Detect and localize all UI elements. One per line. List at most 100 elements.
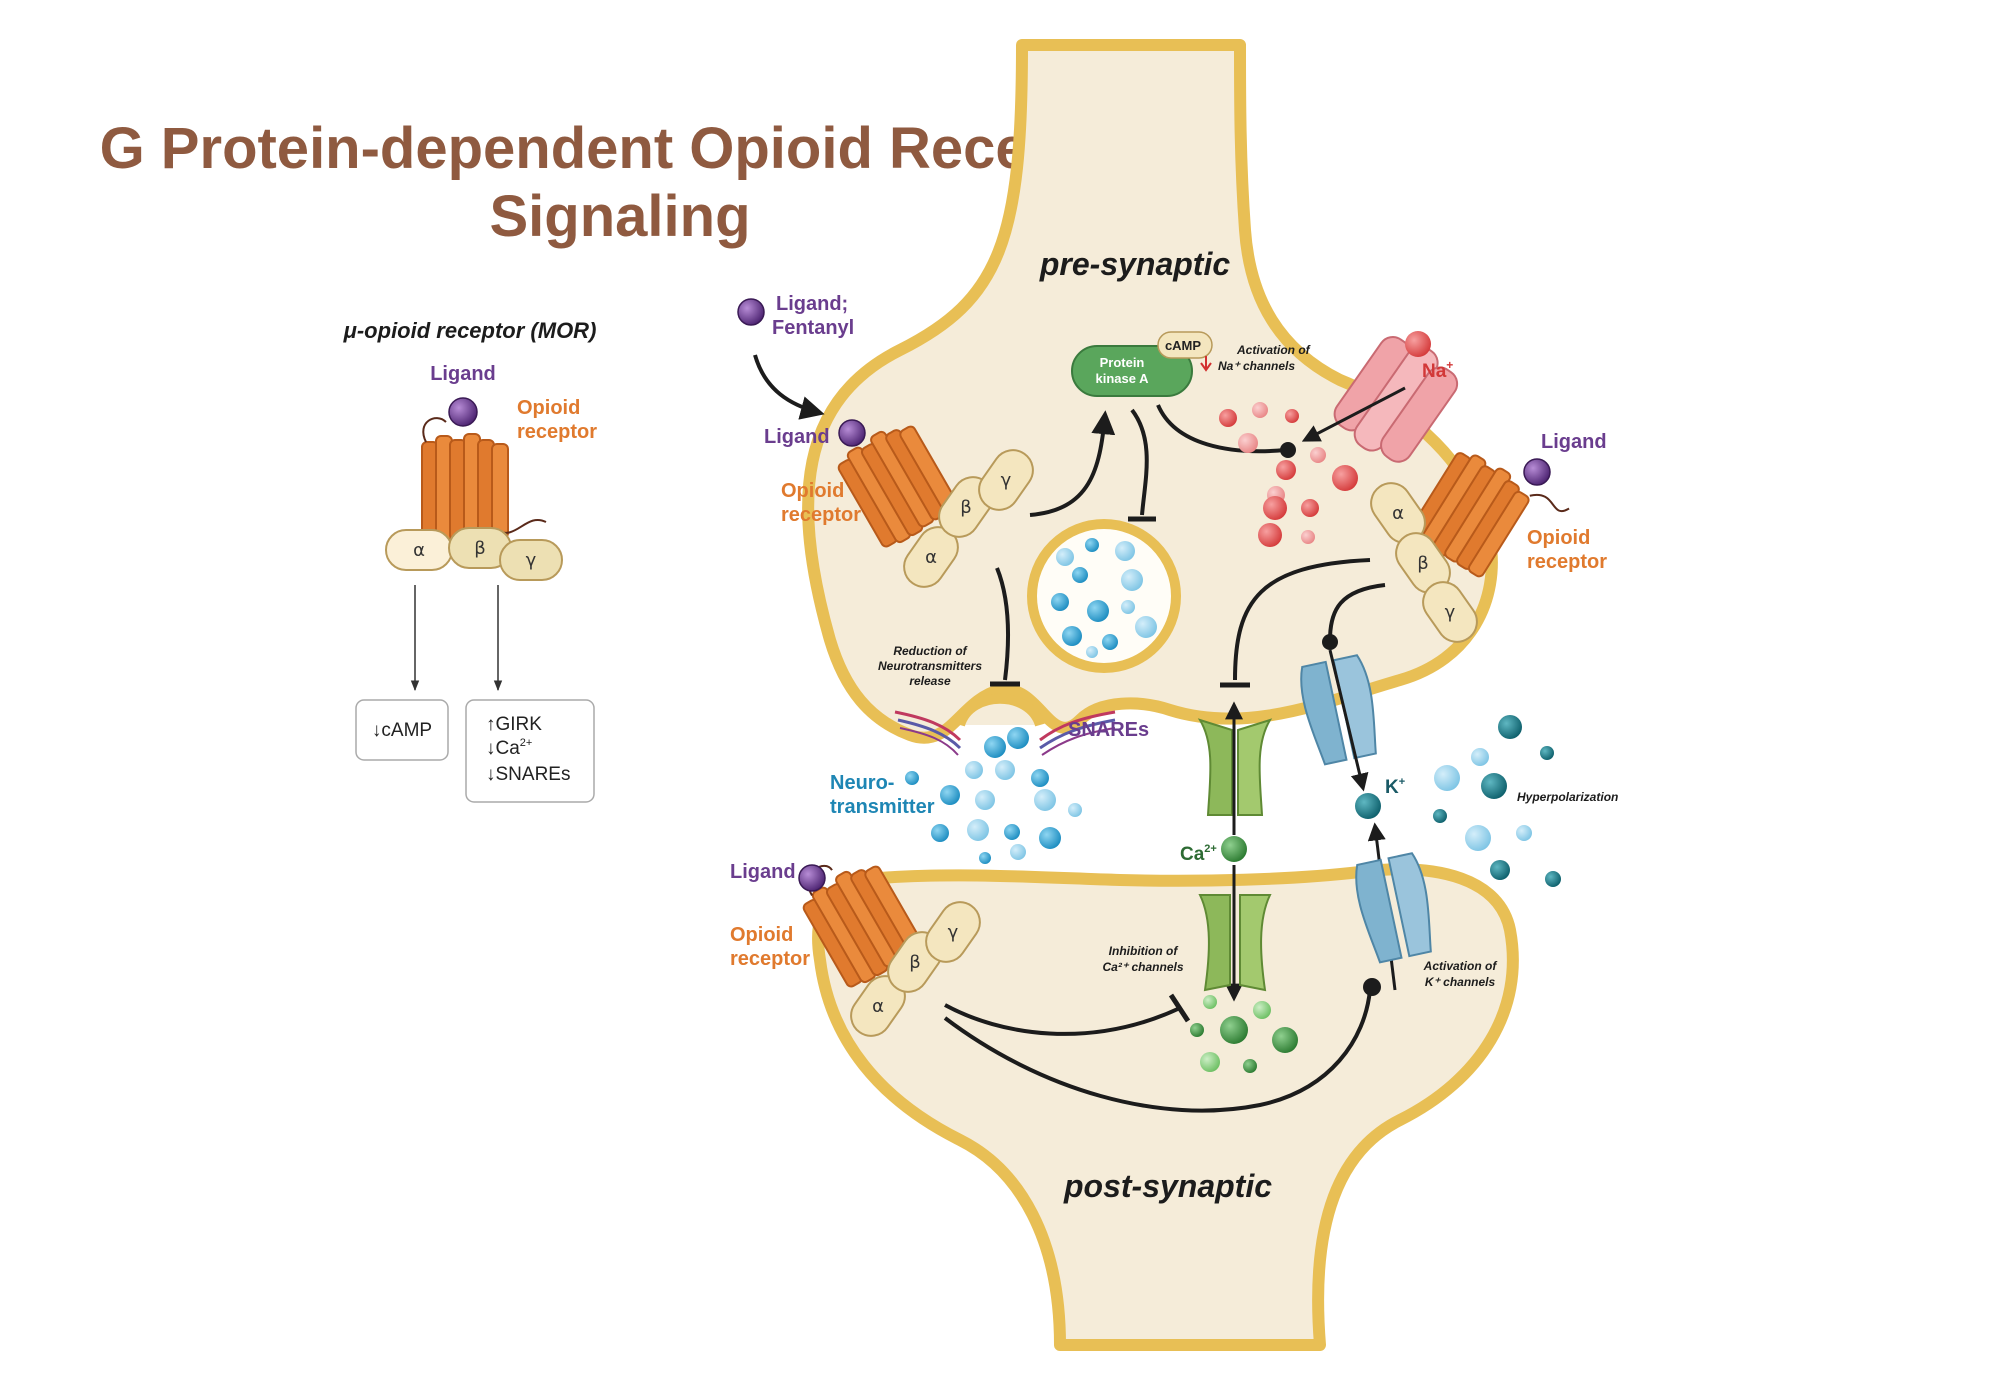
camp-down-arrow [1200, 356, 1212, 372]
k-activate-dot [1322, 634, 1338, 650]
mor-receptor-label-2: receptor [517, 421, 597, 443]
reduction-note-3: release [909, 674, 951, 688]
post-synaptic-label: post-synaptic [1063, 1168, 1272, 1204]
post-gamma: γ [948, 922, 959, 943]
k-activate-line [1328, 583, 1386, 641]
released-neurotransmitters [905, 727, 1082, 864]
ca-label: Ca2+ [1180, 843, 1217, 865]
title-line-2: Signaling [490, 184, 751, 249]
fentanyl-ligand-icon [737, 298, 765, 326]
na-ions-cluster [1219, 402, 1358, 547]
mor-alpha: α [413, 540, 425, 561]
mor-box-right [465, 699, 595, 803]
ca-inhibit-note-2: Ca²⁺ channels [1102, 960, 1183, 974]
mor-beta: β [474, 538, 486, 559]
post-k-channel [1355, 852, 1432, 964]
pka-to-na-line [1156, 404, 1286, 454]
ca-inhibit-note-1: Inhibition of [1109, 944, 1179, 958]
mor-box-right-line-3: ↓SNAREs [486, 764, 570, 785]
reduction-note-1: Reduction of [893, 644, 967, 658]
pre-right-ligand-icon [1523, 458, 1551, 486]
pre-right-receptor [1405, 443, 1570, 581]
ca-ion-icon [1221, 836, 1247, 862]
snares-label: SNAREs [1068, 719, 1149, 741]
reduction-note-2: Neurotransmitters [878, 659, 982, 673]
pre-right-receptor-label-1: Opioid [1527, 527, 1590, 549]
post-receptor-label-1: Opioid [730, 924, 793, 946]
fentanyl-label-1: Ligand; [776, 293, 848, 315]
post-k-activate-line [943, 989, 1372, 1113]
release-inhibit-line [995, 567, 1011, 681]
k-label: K+ [1385, 776, 1405, 798]
na-note-1: Activation of [1236, 343, 1311, 357]
pre-left-ligand-icon [838, 419, 866, 447]
na-label: Na+ [1422, 358, 1453, 382]
neurotransmitter-label-2: transmitter [830, 796, 935, 818]
mor-gamma: γ [526, 550, 537, 571]
neurotransmitter-label-1: Neuro- [830, 772, 894, 794]
k-activate-note-2: K⁺ channels [1425, 975, 1496, 989]
pre-right-alpha: α [1392, 503, 1404, 524]
post-ca-inhibit-bar [1168, 993, 1191, 1023]
mor-ligand-icon [448, 397, 478, 427]
k-ions-cluster [1433, 715, 1561, 887]
mor-box-left-text: ↓cAMP [372, 720, 432, 741]
post-ligand-icon [798, 864, 826, 892]
pre-right-g-protein: α β γ [1362, 474, 1486, 651]
na-note-2: Na⁺ channels [1218, 359, 1295, 373]
pre-right-beta: β [1417, 553, 1429, 574]
mor-box-left [355, 699, 449, 761]
pre-k-channel [1300, 654, 1377, 766]
pre-left-g-protein: α β γ [895, 441, 1042, 596]
gprotein-to-pka-arrow [1029, 410, 1116, 517]
post-k-activate-dot [1363, 978, 1381, 996]
post-ca-channel [1198, 894, 1272, 992]
k-activate-note-1: Activation of [1423, 959, 1498, 973]
fentanyl-arrow [753, 354, 825, 420]
mor-ligand-label: Ligand [430, 363, 496, 385]
pka-inhibit-vesicle [1130, 408, 1149, 516]
mor-heading: μ-opioid receptor (MOR) [343, 318, 597, 343]
pre-left-gamma: γ [1001, 470, 1012, 491]
fentanyl-label-2: Fentanyl [772, 317, 854, 339]
pre-right-gamma: γ [1445, 602, 1456, 623]
pre-synaptic-label: pre-synaptic [1039, 246, 1230, 282]
mor-box-right-line-2: ↓Ca2+ [486, 737, 532, 759]
pre-left-ligand-label: Ligand [764, 426, 830, 448]
post-receptor-label-2: receptor [730, 948, 810, 970]
mor-g-protein: α β γ [385, 527, 563, 581]
synaptic-vesicle [1027, 519, 1181, 673]
pre-ca-channel [1197, 718, 1273, 816]
mor-receptor-label-1: Opioid [517, 397, 580, 419]
post-beta: β [909, 952, 921, 973]
post-alpha: α [872, 996, 884, 1017]
pre-right-ligand-label: Ligand [1541, 431, 1607, 453]
pre-left-alpha: α [925, 547, 937, 568]
k-ion-icon [1355, 793, 1381, 819]
ca-inhibit-line [1233, 558, 1371, 681]
na-ion-icon [1405, 331, 1431, 357]
protein-kinase-a [1071, 345, 1193, 397]
pka-label-1: Protein [1100, 355, 1145, 370]
post-ligand-label: Ligand [730, 861, 796, 883]
pre-left-receptor-label-2: receptor [781, 504, 861, 526]
post-ca-ions [1190, 995, 1298, 1073]
hyperpolarization-label: Hyperpolarization [1517, 790, 1618, 804]
pka-to-na-dot [1280, 442, 1296, 458]
na-influx-arrow [1301, 386, 1406, 442]
mor-panel: μ-opioid receptor (MOR) Ligand Opioid re… [343, 318, 597, 803]
title-line-1: G Protein-dependent Opioid Receptor [100, 116, 1141, 181]
camp-pill [1157, 331, 1213, 359]
pre-left-receptor-label-1: Opioid [781, 480, 844, 502]
fusion-pore [894, 693, 1116, 756]
pka-label-2: kinase A [1096, 371, 1150, 386]
pre-k-arrow [1328, 649, 1369, 792]
post-ca-inhibit-line [944, 1003, 1181, 1036]
post-g-protein: α β γ [842, 893, 989, 1045]
na-channel [1333, 336, 1459, 463]
mor-box-right-line-1: ↑GIRK [486, 714, 542, 735]
pre-left-beta: β [960, 497, 972, 518]
pre-right-receptor-label-2: receptor [1527, 551, 1607, 573]
camp-label: cAMP [1165, 338, 1201, 353]
